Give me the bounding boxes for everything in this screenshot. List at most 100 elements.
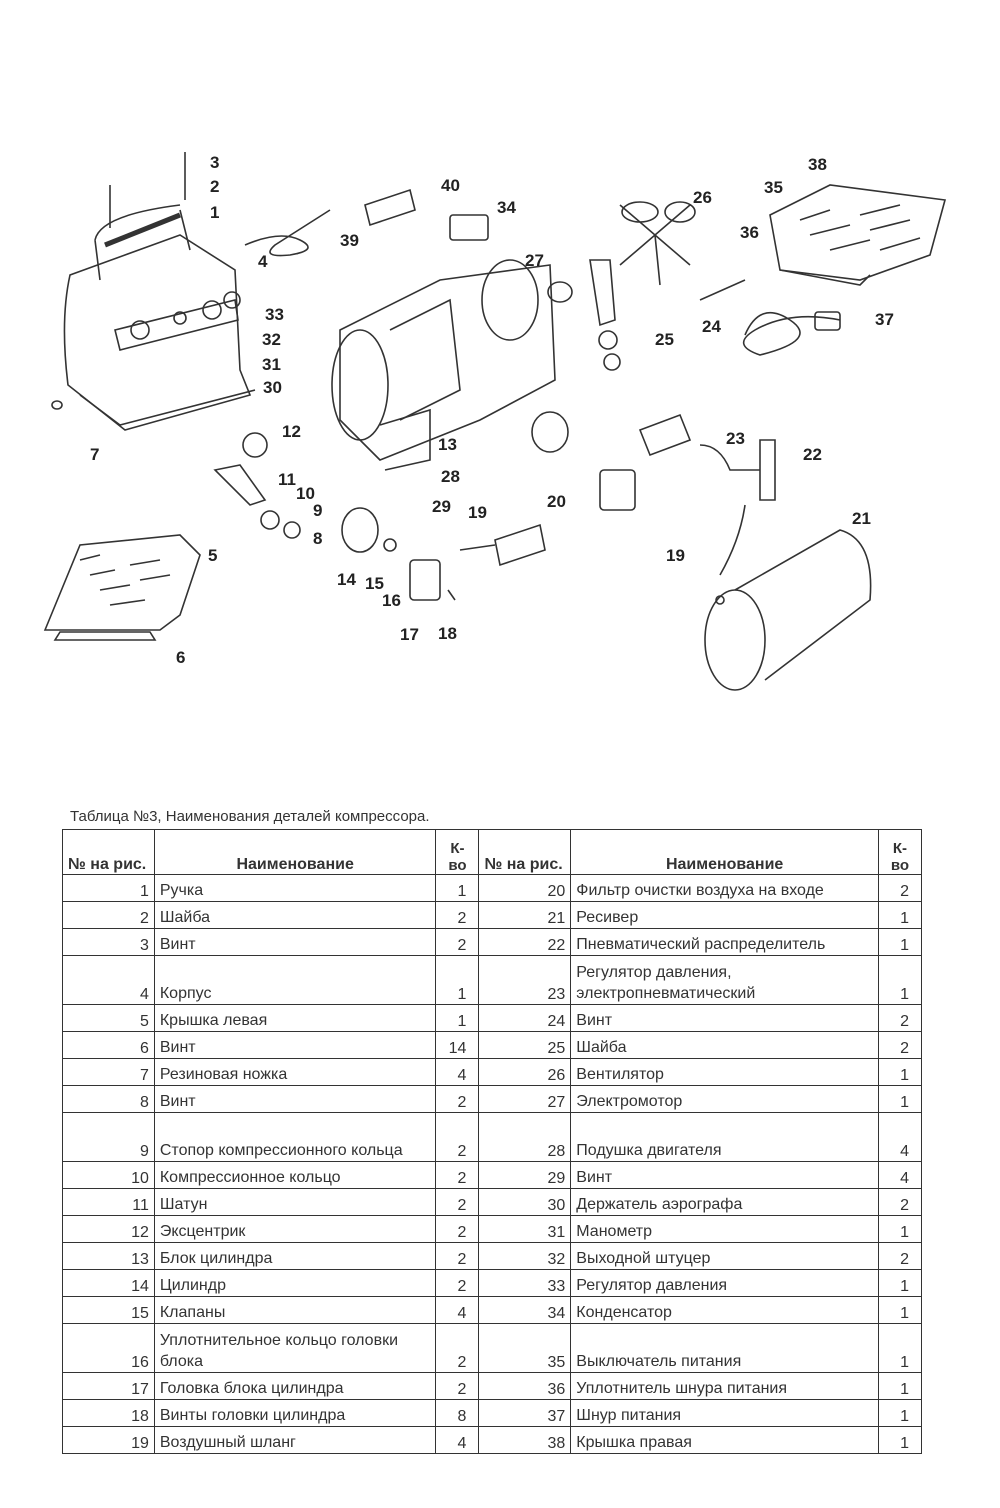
diagram-label: 5 bbox=[208, 546, 217, 565]
part-name: Стопор компрессионного кольца bbox=[153, 1112, 437, 1162]
part-quantity: 1 bbox=[877, 1372, 923, 1400]
part-name: Регулятор давления bbox=[570, 1269, 879, 1297]
part-name: Воздушный шланг bbox=[153, 1426, 437, 1454]
part-quantity: 1 bbox=[877, 1085, 923, 1113]
part-number: 2 bbox=[62, 901, 155, 929]
part-quantity: 1 bbox=[877, 1426, 923, 1454]
exploded-parts-diagram: 3 2 1 4 5 6 7 8 9 10 11 12 13 14 15 16 1… bbox=[43, 152, 947, 691]
diagram-label: 4 bbox=[258, 252, 268, 271]
part-quantity: 2 bbox=[877, 1004, 923, 1032]
housing-drawing bbox=[51, 152, 256, 431]
diagram-label: 35 bbox=[764, 178, 783, 197]
part-number: 12 bbox=[62, 1215, 155, 1243]
diagram-label: 29 bbox=[432, 497, 451, 516]
diagram-label: 36 bbox=[740, 223, 759, 242]
part-number: 17 bbox=[62, 1372, 155, 1400]
part-name: Винт bbox=[570, 1004, 879, 1032]
part-number: 11 bbox=[62, 1188, 155, 1216]
part-quantity: 1 bbox=[877, 1296, 923, 1324]
diagram-label: 19 bbox=[468, 503, 487, 522]
part-number: 22 bbox=[478, 928, 572, 956]
diagram-label: 9 bbox=[313, 501, 322, 520]
part-number: 38 bbox=[478, 1426, 572, 1454]
part-number: 26 bbox=[478, 1058, 572, 1086]
diagram-label: 34 bbox=[497, 198, 516, 217]
part-quantity: 14 bbox=[435, 1031, 480, 1059]
part-name: Фильтр очистки воздуха на входе bbox=[570, 874, 879, 902]
part-quantity: 2 bbox=[877, 874, 923, 902]
diagram-label: 20 bbox=[547, 492, 566, 511]
right-cylinder-drawing bbox=[459, 411, 776, 567]
part-number: 4 bbox=[62, 955, 155, 1005]
part-number: 6 bbox=[62, 1031, 155, 1059]
part-quantity: 2 bbox=[435, 1323, 480, 1373]
part-name: Шнур питания bbox=[570, 1399, 879, 1427]
part-quantity: 2 bbox=[435, 1188, 480, 1216]
part-number: 28 bbox=[478, 1112, 572, 1162]
diagram-label: 24 bbox=[702, 317, 721, 336]
part-name: Цилиндр bbox=[153, 1269, 437, 1297]
part-quantity: 1 bbox=[435, 874, 480, 902]
part-number: 35 bbox=[478, 1323, 572, 1373]
part-name: Крышка правая bbox=[570, 1426, 879, 1454]
diagram-label: 11 bbox=[278, 470, 296, 489]
receiver-tank-drawing bbox=[704, 504, 872, 691]
diagram-label: 23 bbox=[726, 429, 745, 448]
part-number: 8 bbox=[62, 1085, 155, 1113]
part-quantity: 1 bbox=[877, 1323, 923, 1373]
part-quantity: 2 bbox=[435, 1215, 480, 1243]
diagram-label: 32 bbox=[262, 330, 281, 349]
header-name: Наименование bbox=[570, 829, 879, 875]
diagram-label: 21 bbox=[852, 509, 871, 528]
part-name: Винт bbox=[153, 928, 437, 956]
diagram-label: 6 bbox=[176, 648, 185, 667]
part-quantity: 2 bbox=[435, 1242, 480, 1270]
part-name: Крышка левая bbox=[153, 1004, 437, 1032]
part-name: Клапаны bbox=[153, 1296, 437, 1324]
part-quantity: 1 bbox=[877, 1215, 923, 1243]
diagram-label: 17 bbox=[400, 625, 419, 644]
part-name: Электромотор bbox=[570, 1085, 879, 1113]
part-quantity: 2 bbox=[435, 1269, 480, 1297]
table-caption: Таблица №3, Наименования деталей компрес… bbox=[70, 808, 430, 825]
part-name: Винт bbox=[153, 1085, 437, 1113]
diagram-label: 14 bbox=[337, 570, 356, 589]
part-name: Шайба bbox=[153, 901, 437, 929]
part-quantity: 1 bbox=[877, 1399, 923, 1427]
part-name: Головка блока цилиндра bbox=[153, 1372, 437, 1400]
part-name: Подушка двигателя bbox=[570, 1112, 879, 1162]
part-number: 29 bbox=[478, 1161, 572, 1189]
part-quantity: 1 bbox=[435, 1004, 480, 1032]
diagram-label: 39 bbox=[340, 231, 359, 250]
header-qty: К-во bbox=[435, 829, 480, 875]
part-number: 5 bbox=[62, 1004, 155, 1032]
header-num: № на рис. bbox=[62, 829, 155, 875]
part-number: 10 bbox=[62, 1161, 155, 1189]
diagram-label: 33 bbox=[265, 305, 284, 324]
part-quantity: 2 bbox=[877, 1242, 923, 1270]
diagram-label: 18 bbox=[438, 624, 457, 643]
part-name: Шатун bbox=[153, 1188, 437, 1216]
part-name: Компрессионное кольцо bbox=[153, 1161, 437, 1189]
diagram-label: 13 bbox=[438, 435, 457, 454]
diagram-label: 15 bbox=[365, 574, 384, 593]
part-number: 21 bbox=[478, 901, 572, 929]
part-quantity: 2 bbox=[435, 1112, 480, 1162]
part-quantity: 2 bbox=[435, 901, 480, 929]
part-name: Винт bbox=[570, 1161, 879, 1189]
part-number: 7 bbox=[62, 1058, 155, 1086]
part-quantity: 2 bbox=[435, 1161, 480, 1189]
diagram-label: 12 bbox=[282, 422, 301, 441]
diagram-label: 38 bbox=[808, 155, 827, 174]
